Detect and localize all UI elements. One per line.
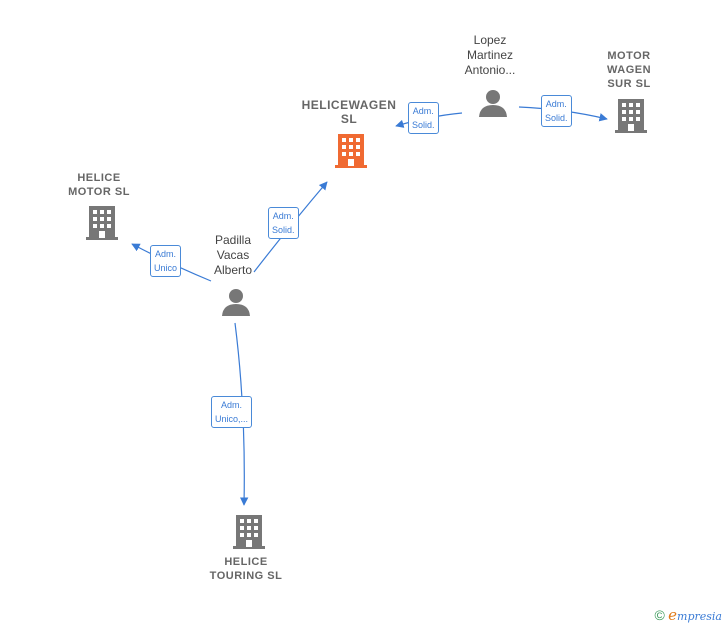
person-name-lopez[interactable]: Lopez Martinez Antonio... xyxy=(464,33,516,77)
building-icon[interactable] xyxy=(335,134,367,168)
building-icon[interactable] xyxy=(86,206,118,240)
company-name-motor-wagen-sur[interactable]: MOTOR WAGEN SUR SL xyxy=(606,50,652,90)
company-name-helice-motor[interactable]: HELICE MOTOR SL xyxy=(68,172,130,198)
person-icon[interactable] xyxy=(478,88,508,118)
person-icon[interactable] xyxy=(221,287,251,317)
brand-first-letter: e xyxy=(668,606,678,624)
company-name-helice-touring[interactable]: HELICE TOURING SL xyxy=(209,556,283,582)
edge-label-padilla-helicewagen[interactable]: Adm. Solid. xyxy=(268,207,299,239)
company-name-helicewagen[interactable]: HELICEWAGEN SL xyxy=(301,98,397,126)
edge-label-lopez-helicewagen[interactable]: Adm. Solid. xyxy=(408,102,439,134)
copyright-symbol: © xyxy=(654,607,665,623)
brand-logo: © empresia xyxy=(654,606,722,624)
building-icon[interactable] xyxy=(615,99,647,133)
edge-label-padilla-helicemotor[interactable]: Adm. Unico xyxy=(150,245,182,277)
edge-label-lopez-motorwagen[interactable]: Adm. Solid. xyxy=(541,95,572,127)
building-icon[interactable] xyxy=(233,515,265,549)
brand-name-rest: mpresia xyxy=(677,610,722,623)
edge-label-padilla-helicetouring[interactable]: Adm. Unico,... xyxy=(211,396,253,428)
person-name-padilla[interactable]: Padilla Vacas Alberto xyxy=(213,233,253,277)
